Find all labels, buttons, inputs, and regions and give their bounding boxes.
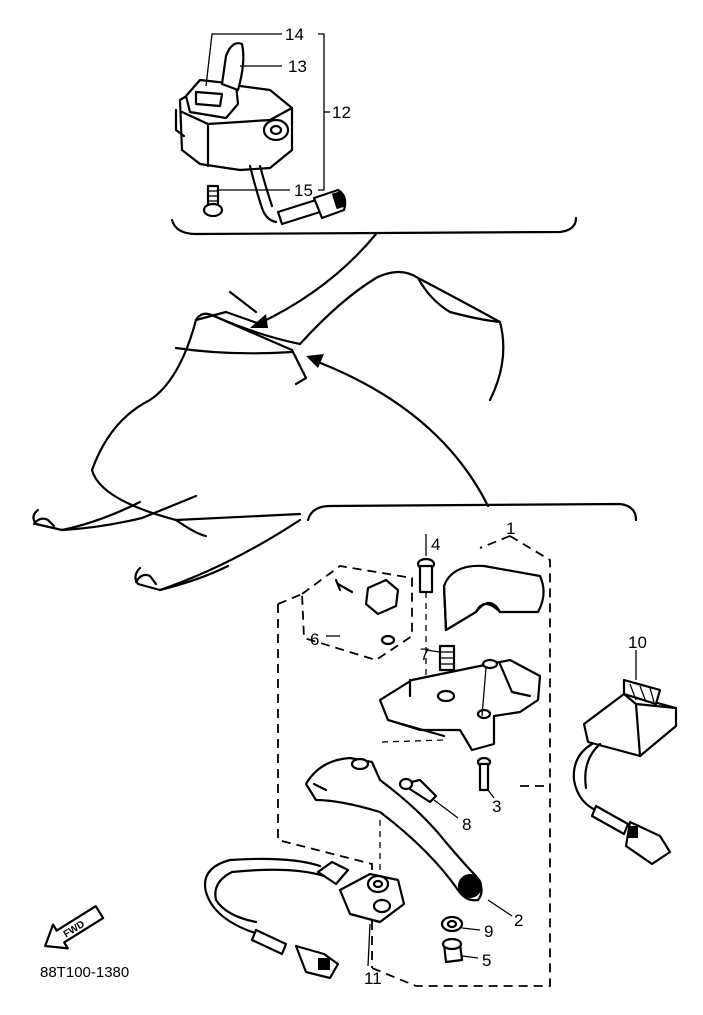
callout-14: 14 [285, 25, 304, 44]
assembly-pointer-arrow [306, 354, 490, 508]
callout-8: 8 [462, 815, 471, 834]
callout-4: 4 [431, 535, 440, 554]
callout-6: 6 [310, 630, 319, 649]
forward-direction-arrow: FWD [44, 905, 105, 950]
callout-5: 5 [482, 951, 491, 970]
callout-7: 7 [420, 645, 429, 664]
callout-1: 1 [506, 519, 515, 538]
callout-9: 9 [484, 922, 493, 941]
callout-15: 15 [294, 181, 313, 200]
snowmobile-body [32, 270, 505, 592]
callout-13: 13 [288, 57, 307, 76]
callout-2: 2 [514, 911, 523, 930]
switch-assembly-inset: 14 13 12 15 [170, 25, 578, 236]
callout-3: 3 [492, 797, 501, 816]
callout-10: 10 [628, 633, 647, 652]
callout-12: 12 [332, 103, 351, 122]
callout-11: 11 [364, 969, 382, 988]
inset-pointer-arrow [250, 232, 378, 328]
diagram-code: 88T100-1380 [40, 964, 129, 981]
brake-assembly: 1 4 6 7 10 3 8 2 9 5 11 [203, 502, 678, 988]
